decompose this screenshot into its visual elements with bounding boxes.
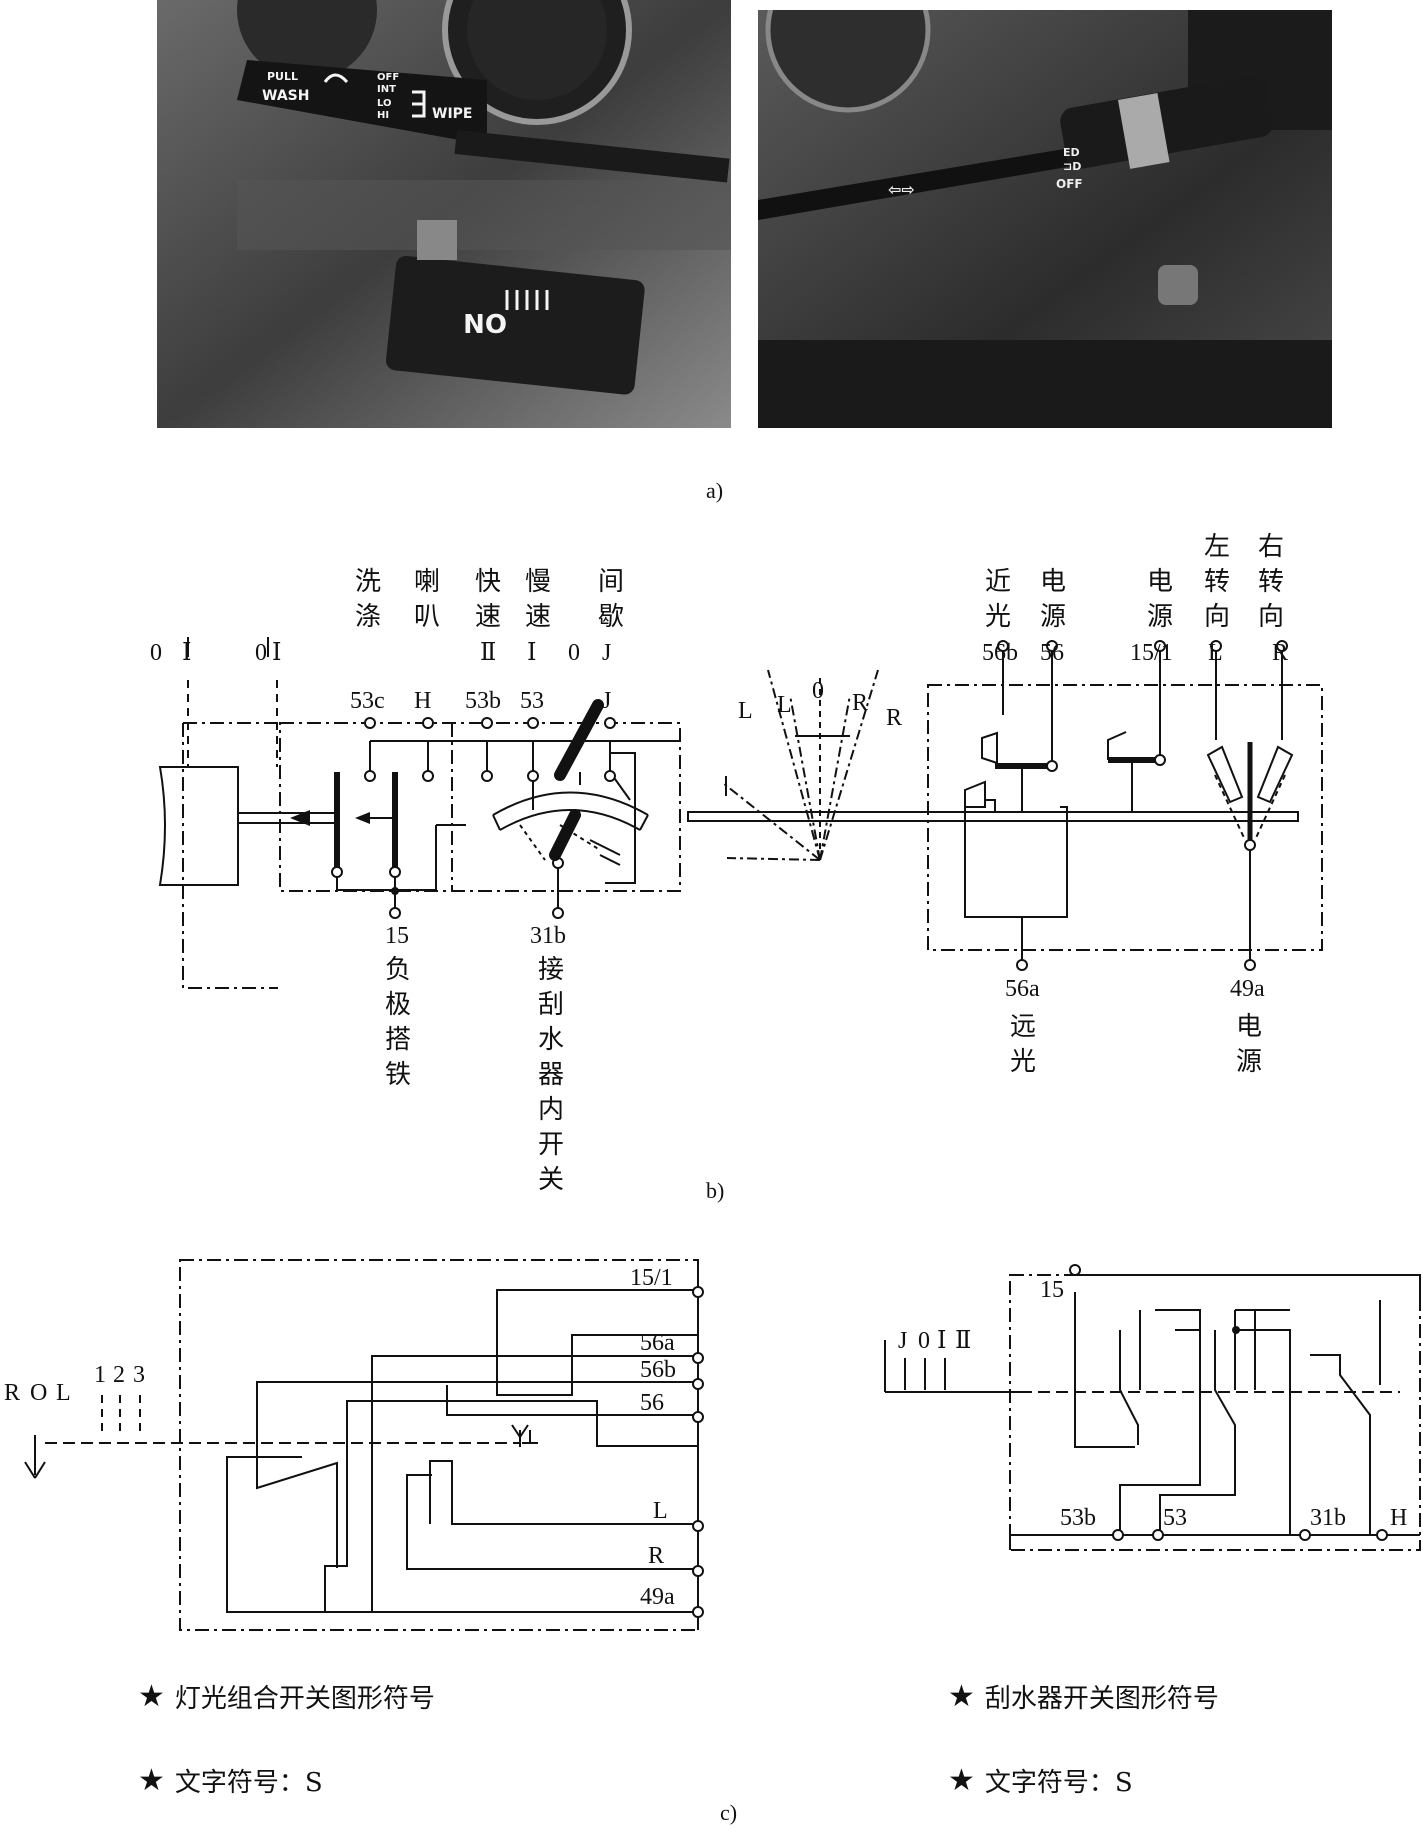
power-49a-label: 电源 [1236,1012,1262,1076]
svg-text:H: H [1390,1505,1407,1531]
svg-text:53b: 53b [1060,1505,1096,1531]
svg-text:Ⅰ: Ⅰ [272,640,281,666]
svg-text:Ⅰ: Ⅰ [182,640,191,666]
switch-wiring-diagram: 0 Ⅰ 0 Ⅰ 53c H 53b 53 J Ⅱ Ⅰ 0 J 15 31b L … [150,532,1323,1194]
svg-text:0: 0 [918,1328,930,1354]
svg-text:L: L [777,692,792,718]
svg-text:53: 53 [1163,1505,1187,1531]
svg-text:15: 15 [385,923,409,949]
wiper-switch-housing [279,722,681,892]
high-beam-label: 远光 [1010,1012,1036,1076]
svg-text:Ⅰ: Ⅰ [527,640,536,666]
svg-text:15: 15 [1040,1277,1064,1303]
svg-text:31b: 31b [530,923,566,949]
svg-text:56: 56 [1040,640,1064,666]
svg-text:⊐D: ⊐D [1063,160,1081,173]
svg-text:OFF: OFF [377,72,399,83]
svg-text:R: R [1272,640,1288,666]
svg-text:3: 3 [133,1362,145,1388]
svg-text:Ⅱ: Ⅱ [955,1328,971,1354]
svg-text:0: 0 [255,640,267,666]
svg-text:15/1: 15/1 [630,1265,673,1291]
svg-text:0: 0 [568,640,580,666]
svg-text:ED: ED [1063,146,1080,159]
svg-text:31b: 31b [1310,1505,1346,1531]
svg-text:49a: 49a [640,1584,675,1610]
light-stalk-shaft [687,811,1299,822]
wiper-slow-label: 慢速 [525,567,551,631]
ground-label: 负极搭铁 [385,955,411,1089]
light-letter-note: ★ 文字符号：S [138,1763,323,1798]
svg-text:Ⅱ: Ⅱ [480,640,496,666]
svg-text:53c: 53c [350,688,385,714]
light-stalk-photo: OFF ⇦⇨ ⊐D ED [758,10,1332,428]
wiper-int-label: 间歇 [598,567,624,631]
caption-c: c) [720,1800,738,1825]
light-switch-housing [927,684,1323,951]
wiper-letter-note: ★ 文字符号：S [948,1763,1133,1798]
svg-text:0: 0 [150,640,162,666]
left-turn-label: 左转向 [1204,532,1230,631]
svg-text:J: J [602,640,611,666]
star-icon: ★ [138,1679,165,1714]
svg-text:O: O [30,1380,47,1406]
svg-text:J: J [898,1328,907,1354]
svg-text:56a: 56a [640,1330,675,1356]
svg-text:HI: HI [377,110,389,121]
power-56-label: 电源 [1040,567,1066,631]
svg-text:2: 2 [113,1362,125,1388]
svg-text:L: L [56,1380,71,1406]
power-151-label: 电源 [1147,567,1173,631]
wiper-stalk-handle [158,766,239,886]
caption-a: a) [706,478,724,503]
svg-text:53b: 53b [465,688,501,714]
wiper-contact-blade [554,699,604,781]
caption-b: b) [706,1178,725,1203]
svg-text:56b: 56b [982,640,1018,666]
wiper-stalk-photo: PULL WASH OFF INT LO HI WIPE ON [157,0,731,428]
star-icon: ★ [948,1763,975,1798]
wiper-fast-label: 快速 [475,567,501,631]
svg-text:Ⅰ: Ⅰ [937,1328,946,1354]
graphic-symbols: R O L 1 2 3 15/1 56a 56b 56 L R 49a J 0 … [4,1259,1421,1631]
svg-text:R: R [886,705,902,731]
wiper-horn-label: 喇叭 [414,567,440,631]
star-icon: ★ [948,1679,975,1714]
svg-text:PULL: PULL [267,70,298,83]
star-icon: ★ [138,1763,165,1798]
svg-text:⇦⇨: ⇦⇨ [888,180,915,199]
svg-text:R: R [852,690,868,716]
svg-text:56: 56 [640,1390,664,1416]
svg-text:L: L [738,698,753,724]
svg-text:R: R [648,1543,664,1569]
wiper-symbol-note: ★ 刮水器开关图形符号 [948,1679,1219,1714]
light-symbol-note: ★ 灯光组合开关图形符号 [138,1679,435,1714]
svg-text:J: J [602,688,611,714]
svg-text:INT: INT [377,84,396,95]
wiper-wash-label: 洗涤 [355,567,381,631]
svg-text:WASH: WASH [262,88,309,104]
svg-text:0: 0 [812,678,824,704]
svg-text:49a: 49a [1230,976,1265,1002]
svg-text:OFF: OFF [1056,177,1083,191]
svg-text:L: L [1208,640,1223,666]
low-beam-label: 近光 [985,567,1011,631]
wiper-inner-switch-label: 接刮水器内开关 [538,955,564,1194]
svg-text:ON: ON [463,307,507,337]
svg-text:R: R [4,1380,20,1406]
svg-text:H: H [414,688,431,714]
svg-text:L: L [653,1498,668,1524]
svg-text:1: 1 [94,1362,106,1388]
right-turn-label: 右转向 [1258,532,1284,631]
svg-text:56a: 56a [1005,976,1040,1002]
svg-text:WIPE: WIPE [432,106,472,122]
wiper-symbol-frame [1009,1274,1421,1551]
svg-text:53: 53 [520,688,544,714]
svg-text:LO: LO [377,98,392,109]
svg-text:56b: 56b [640,1357,676,1383]
svg-text:15/1: 15/1 [1130,640,1173,666]
